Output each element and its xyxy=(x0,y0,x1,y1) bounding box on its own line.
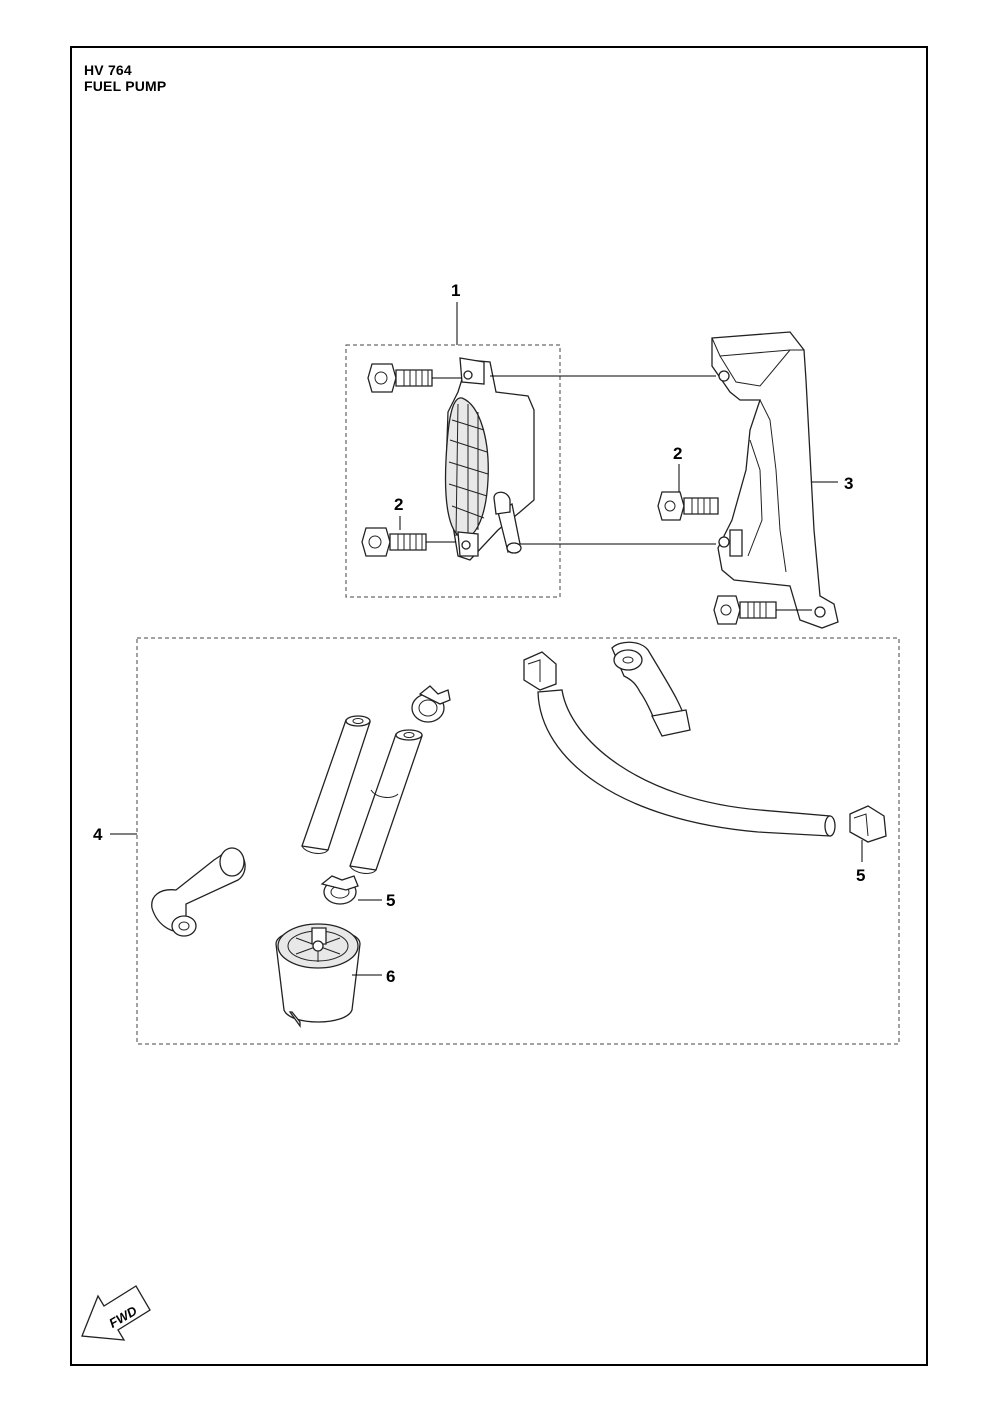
hose-elbow-left xyxy=(151,847,246,937)
fuel-pump xyxy=(444,357,535,561)
callout-6: 6 xyxy=(386,967,395,986)
callout-2a: 2 xyxy=(394,495,403,514)
mounting-bracket xyxy=(711,331,839,629)
group-box-pump xyxy=(345,344,561,598)
bolt-upper xyxy=(367,363,433,393)
callout-2b: 2 xyxy=(673,444,682,463)
hose-clamp-lower xyxy=(320,875,359,905)
section-name: FUEL PUMP xyxy=(84,78,167,94)
callout-3: 3 xyxy=(844,474,853,493)
bolt-bracket-bottom xyxy=(713,595,777,625)
model-number: HV 764 xyxy=(84,62,132,78)
hose-long-curved xyxy=(537,689,836,837)
fuel-filter xyxy=(275,923,361,1029)
diagram-title: HV 764 FUEL PUMP xyxy=(84,62,166,94)
diagram-frame xyxy=(70,46,928,1366)
bolt-lower xyxy=(361,527,427,557)
fwd-arrow-icon: FWD xyxy=(81,1285,151,1341)
callout-5b: 5 xyxy=(856,866,865,885)
callout-1: 1 xyxy=(451,281,460,300)
hose-straight-left xyxy=(301,715,371,854)
hose-straight-right xyxy=(349,729,423,874)
hose-clamp-right xyxy=(849,805,887,843)
hose-elbow-right xyxy=(611,641,691,737)
group-box-hoses xyxy=(136,637,900,1045)
callout-4: 4 xyxy=(93,825,103,844)
hose-clamp-top xyxy=(411,685,451,723)
callout-5a: 5 xyxy=(386,891,395,910)
hose-clamp-upper-left xyxy=(523,651,557,691)
bolt-bracket-mid xyxy=(657,491,719,521)
